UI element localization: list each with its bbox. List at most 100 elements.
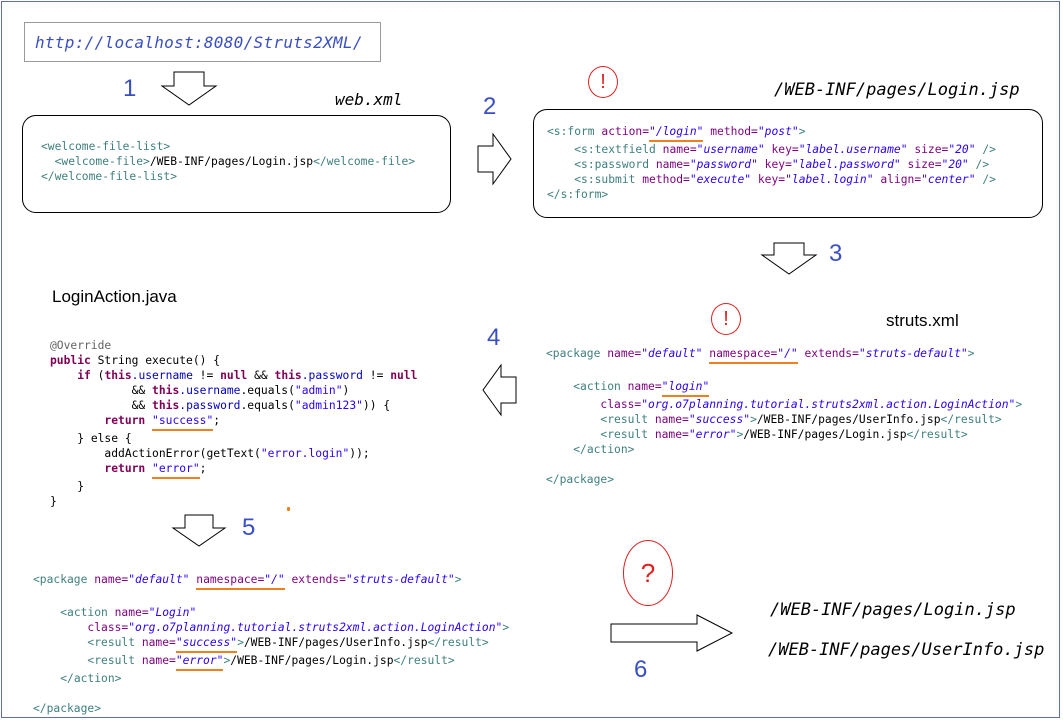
code-token: }: [50, 495, 57, 508]
code-token: "error": [688, 428, 737, 441]
code-token: "default": [641, 347, 703, 360]
step-5: 5: [242, 514, 256, 541]
code-token: <s:form: [547, 125, 595, 138]
code-token: public: [50, 354, 91, 367]
code-token: >: [454, 573, 462, 586]
code-token: "password": [689, 158, 758, 171]
code-token: <welcome-file>: [54, 155, 150, 168]
code-token: class=: [600, 398, 642, 411]
code-token: "/": [777, 347, 798, 360]
code-token: size=: [907, 143, 949, 156]
login-jsp-path-label: /WEB-INF/pages/Login.jsp: [774, 80, 1020, 100]
url-text: http://localhost:8080/Struts2XML/: [35, 33, 363, 52]
code-token: <s:textfield: [574, 143, 656, 156]
code-token: name=: [87, 573, 129, 586]
code-token: >: [502, 621, 510, 634]
warning-icon: !: [723, 308, 729, 330]
code-token: class=: [87, 621, 129, 634]
code-token: return: [104, 462, 146, 475]
code-token: <welcome-file-list>: [41, 140, 171, 153]
code-token: addActionError(getText(: [104, 447, 261, 460]
step-6: 6: [634, 656, 648, 683]
code-token: return: [104, 414, 146, 427]
web-xml-code: <welcome-file-list> <welcome-file>/WEB-I…: [41, 139, 415, 184]
code-token: <package: [546, 347, 601, 360]
url-box: http://localhost:8080/Struts2XML/: [24, 22, 381, 62]
code-token: >: [967, 347, 975, 360]
arrow-left-4: [482, 363, 517, 417]
warning-mark-jsp: !: [588, 66, 618, 98]
code-token: </result>: [393, 654, 455, 667]
code-token: "/": [264, 573, 285, 586]
code-token: <result: [600, 413, 649, 426]
code-token: "label.username": [798, 143, 908, 156]
code-token: <s:password: [574, 158, 650, 171]
code-token: "success": [152, 413, 214, 431]
login-jsp-box: <s:form action="/login" method="post"> <…: [533, 109, 1043, 218]
code-token: >: [1015, 398, 1023, 411]
code-token: )) {: [362, 399, 391, 412]
code-token: size=: [900, 158, 942, 171]
code-token: </result>: [906, 428, 968, 441]
code-token: /WEB-INF/pages/Login.jsp: [149, 155, 314, 168]
code-token: name=: [648, 428, 689, 441]
login-action-java-label: LoginAction.java: [52, 287, 177, 306]
code-token: </s:form>: [547, 188, 609, 201]
code-token: "20": [948, 143, 976, 156]
code-token: .equals(: [240, 399, 295, 412]
code-token: ;: [199, 462, 207, 475]
code-token: name=: [135, 654, 176, 667]
code-token: "success": [175, 635, 238, 653]
struts-xml-code: <package name="default" namespace="/" ex…: [546, 346, 1022, 487]
code-token: <package: [33, 573, 88, 586]
code-token: name=: [600, 347, 642, 360]
code-token: >: [798, 125, 806, 138]
web-xml-box: <welcome-file-list> <welcome-file>/WEB-I…: [22, 115, 451, 213]
code-token: <action: [60, 606, 108, 619]
code-token: "admin123": [294, 399, 363, 412]
warning-icon: !: [600, 71, 606, 93]
code-token: if: [77, 369, 91, 382]
web-xml-label: web.xml: [335, 90, 403, 109]
code-token: </action>: [573, 443, 635, 456]
code-token: name=: [655, 143, 697, 156]
code-token: >: [750, 413, 757, 426]
code-token: this: [152, 384, 180, 397]
code-token: .password: [301, 369, 363, 382]
code-token: />: [975, 143, 996, 156]
code-token: /WEB-INF/pages/UserInfo.jsp: [243, 636, 428, 649]
code-token: "success": [688, 413, 751, 426]
code-token: align=: [873, 173, 922, 186]
code-token: >: [223, 654, 231, 667]
code-token: "org.o7planning.tutorial.struts2xml.acti…: [641, 398, 1016, 411]
code-token: .username: [131, 369, 193, 382]
code-token: } else {: [77, 432, 132, 445]
code-token: null: [220, 369, 248, 382]
code-token: </result>: [940, 413, 1002, 426]
code-token: </welcome-file-list>: [41, 170, 178, 183]
code-token: }: [77, 480, 85, 493]
code-token: /WEB-INF/pages/Login.jsp: [230, 654, 394, 667]
code-token: ;: [213, 414, 221, 427]
arrow-right-2: [477, 132, 512, 186]
code-token: @Override: [50, 339, 112, 352]
login-jsp-code: <s:form action="/login" method="post"> <…: [547, 124, 996, 202]
code-token: "error": [175, 653, 224, 671]
struts-xml-label: struts.xml: [886, 311, 959, 330]
code-token: >: [237, 636, 244, 649]
code-token: key=: [751, 173, 786, 186]
code-token: "error": [152, 461, 200, 479]
question-icon: ?: [640, 558, 656, 588]
code-token: "struts-default": [858, 347, 968, 360]
code-token: &&: [247, 369, 275, 382]
code-token: "execute": [689, 173, 752, 186]
code-token: "label.password": [791, 158, 901, 171]
code-token: &&: [124, 399, 153, 412]
code-token: .username: [179, 384, 241, 397]
code-token: />: [968, 158, 990, 171]
code-token: name=: [648, 413, 689, 426]
code-token: <result: [87, 636, 136, 649]
step-3: 3: [829, 240, 843, 267]
code-token: name=: [135, 636, 176, 649]
